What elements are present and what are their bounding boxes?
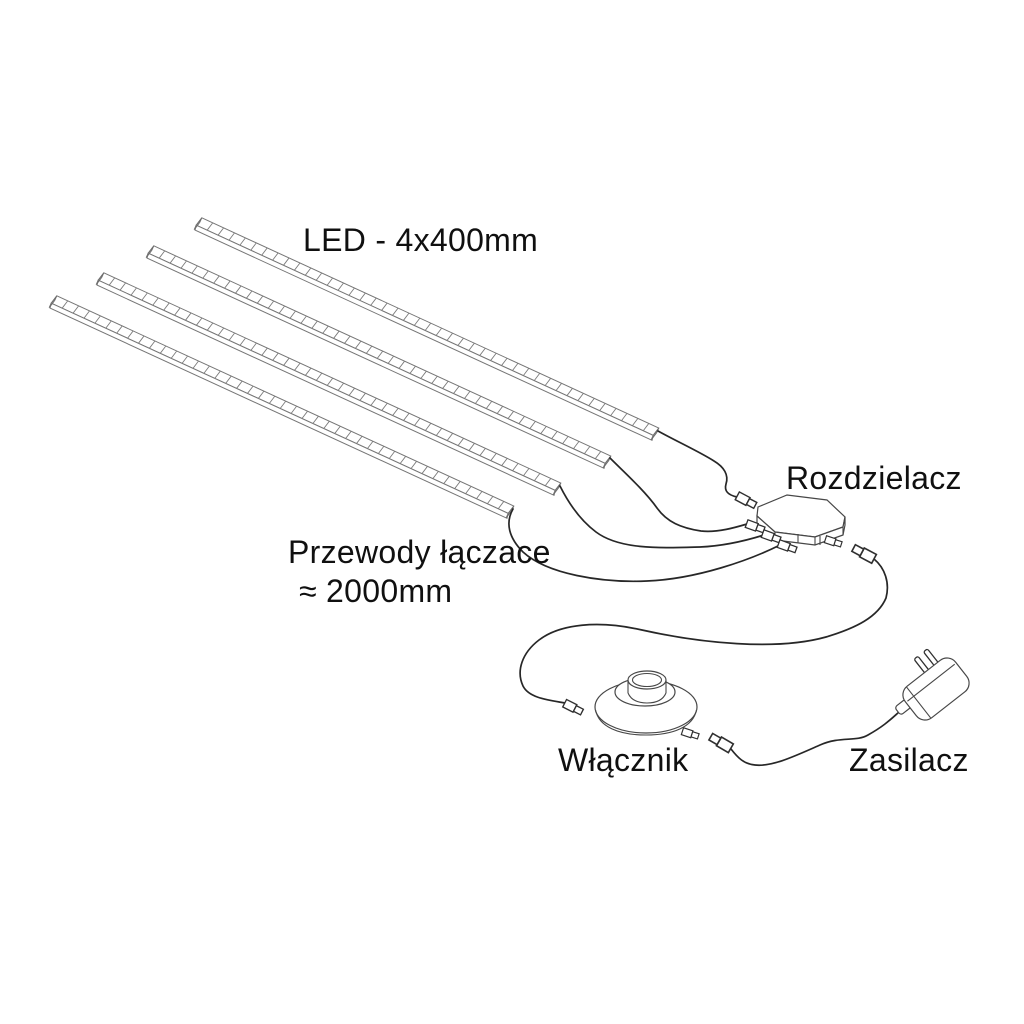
led-strips-label: LED - 4x400mm (303, 222, 539, 258)
wire-strip4-to-splitter (508, 508, 781, 583)
plug-sleeve (776, 538, 792, 552)
splitter-output-stub (823, 535, 843, 548)
switch-button-top-inner (631, 672, 663, 688)
splitter-input-connector (744, 518, 766, 534)
switch-output-stub (680, 727, 700, 740)
switch-base-lip (594, 709, 698, 736)
power-supply-end-edge (906, 686, 932, 719)
led-strip (48, 295, 515, 520)
led-strip-group (48, 217, 660, 520)
foot-switch (594, 670, 698, 736)
plug-sleeve (734, 490, 752, 507)
led-strip-end-cap (650, 427, 660, 441)
led-segment-hatching (108, 277, 552, 487)
led-strip (145, 245, 612, 470)
connecting-wires-label-line2: ≈ 2000mm (299, 573, 453, 609)
plug-sleeve (715, 735, 735, 754)
power-supply-label: Zasilacz (849, 742, 969, 778)
led-strip (193, 217, 660, 442)
led-strip-end-cap (602, 455, 612, 469)
switch-label: Włącznik (558, 742, 689, 778)
plug-tip (787, 543, 798, 554)
plug-sleeve (744, 518, 760, 532)
switch-input-plug (561, 698, 585, 716)
splitter-input-connector (776, 538, 798, 554)
splitter-label: Rozdzielacz (786, 460, 962, 496)
plug-tip (690, 730, 700, 740)
led-strip-end-cap (48, 295, 58, 309)
plug-tip (572, 704, 585, 716)
switch-output-plug (707, 732, 735, 754)
plug-tip (850, 543, 865, 557)
led-segment-hatching (61, 300, 505, 510)
power-supply-top-edge (907, 663, 956, 702)
plug-sleeve (858, 546, 878, 565)
led-strip-end-cap (95, 272, 105, 286)
led-strip-side-face (96, 279, 556, 497)
plug-sleeve (760, 528, 776, 542)
led-segment-hatching (206, 222, 650, 432)
power-supply (895, 648, 970, 721)
plug-tip (833, 538, 843, 548)
connecting-wires-label-line1: Przewody łączace (288, 534, 551, 570)
led-strip-end-cap (145, 245, 155, 259)
plug-sleeve (561, 698, 578, 714)
led-segment-hatching (158, 250, 602, 460)
plug-sleeve (680, 727, 694, 739)
wire-splitter-to-switch (519, 558, 889, 704)
splitter-output-plug (850, 543, 878, 565)
wire-strip2-to-splitter (609, 457, 748, 533)
led-strip (95, 272, 562, 497)
power-supply-body (902, 657, 970, 721)
wire-switch-to-power-supply (730, 711, 900, 767)
switch-button-base (627, 692, 667, 704)
plug-tip (745, 497, 758, 510)
led-strip-side-face (146, 252, 606, 470)
led-strip-end-cap (552, 482, 562, 496)
wire-strip1-to-plug (657, 430, 738, 498)
connector-plug-group (561, 490, 878, 754)
plug-sleeve (823, 535, 837, 547)
led-strip-end-cap (193, 217, 203, 231)
strip-connector-plug (734, 490, 758, 510)
wire-strip3-to-splitter (559, 485, 765, 549)
plug-tip (707, 732, 722, 746)
wire-group (508, 430, 900, 767)
